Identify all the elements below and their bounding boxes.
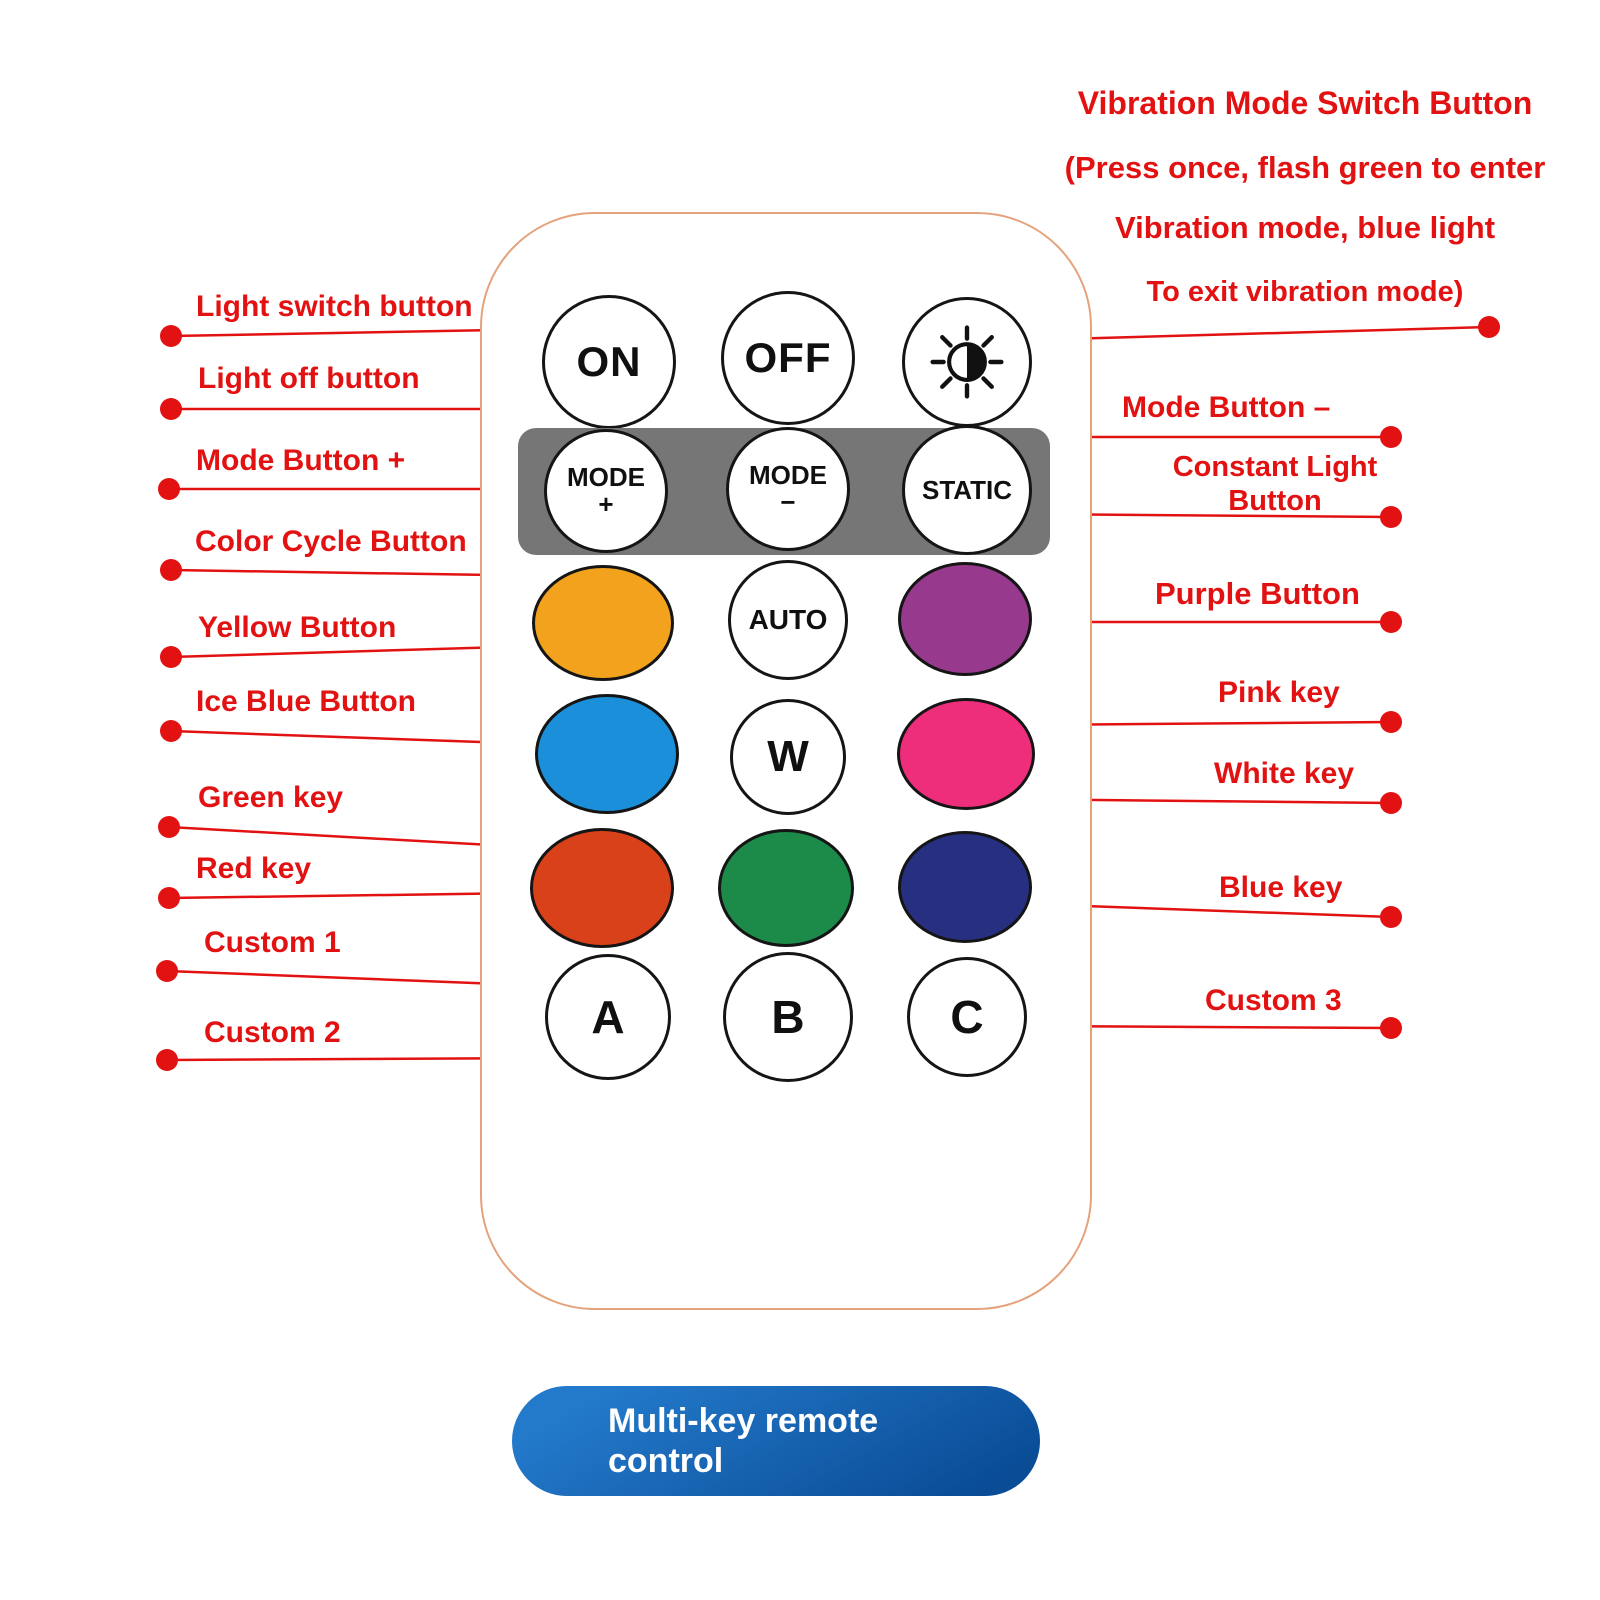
label-blue: Blue key — [1219, 871, 1343, 904]
connector-dot — [160, 559, 182, 581]
label-yellow: Yellow Button — [198, 611, 397, 644]
label-custom-3: Custom 3 — [1205, 984, 1342, 1017]
label-vibration-line2: (Press once, flash green to enter — [1064, 150, 1546, 185]
label-vibration-line4: To exit vibration mode) — [1146, 276, 1464, 308]
remote-body: ON OFF MODE + MODE − STAT — [480, 212, 1092, 1310]
connector-dot — [160, 325, 182, 347]
label-white: White key — [1214, 757, 1355, 790]
static-button: STATIC — [902, 425, 1032, 555]
blue-button — [898, 831, 1032, 943]
brightness-icon — [930, 325, 1004, 399]
connector-dot — [160, 646, 182, 668]
connector-dot — [1380, 611, 1402, 633]
custom-c-button: C — [907, 957, 1027, 1077]
vibration-mode-button — [902, 297, 1032, 427]
connector-dot — [1380, 792, 1402, 814]
label-vibration-line3: Vibration mode, blue light — [1114, 210, 1496, 245]
yellow-button — [532, 565, 674, 681]
purple-button — [898, 562, 1032, 676]
label-mode-plus: Mode Button + — [196, 444, 406, 477]
pink-button — [897, 698, 1035, 810]
off-button: OFF — [721, 291, 855, 425]
label-custom-2: Custom 2 — [204, 1016, 341, 1049]
label-constant-light: Constant Light Button — [1172, 451, 1378, 517]
connector-dot — [160, 398, 182, 420]
connector-line — [1029, 325, 1490, 342]
connector-dot — [1478, 316, 1500, 338]
custom-a-button: A — [545, 954, 671, 1080]
on-button: ON — [542, 295, 676, 429]
custom-b-button: B — [723, 952, 853, 1082]
red-button — [530, 828, 674, 948]
label-color-cycle: Color Cycle Button — [195, 525, 467, 558]
connector-dot — [1380, 1017, 1402, 1039]
mode-minus-button: MODE − — [726, 427, 850, 551]
footer-pill: Multi-key remote control — [512, 1386, 1040, 1496]
label-light-off: Light off button — [198, 362, 420, 395]
label-purple: Purple Button — [1155, 576, 1360, 611]
connector-dot — [156, 1049, 178, 1071]
connector-dot — [1380, 426, 1402, 448]
label-pink: Pink key — [1218, 676, 1340, 709]
label-mode-minus: Mode Button – — [1122, 391, 1331, 424]
connector-dot — [1380, 711, 1402, 733]
connector-dot — [158, 887, 180, 909]
connector-dot — [160, 720, 182, 742]
connector-dot — [158, 816, 180, 838]
connector-dot — [156, 960, 178, 982]
label-vibration-line1: Vibration Mode Switch Button — [1077, 85, 1533, 121]
green-button — [718, 829, 854, 947]
ice-blue-button — [535, 694, 679, 814]
mode-plus-button: MODE + — [544, 429, 668, 553]
footer-title: Multi-key remote control — [608, 1402, 879, 1480]
white-key-button: W — [730, 699, 846, 815]
label-green: Green key — [198, 781, 344, 814]
label-ice-blue: Ice Blue Button — [196, 685, 417, 718]
label-red: Red key — [196, 852, 312, 885]
connector-dot — [1380, 906, 1402, 928]
connector-line — [168, 891, 531, 900]
label-custom-1: Custom 1 — [204, 926, 341, 959]
connector-dot — [158, 478, 180, 500]
label-light-switch: Light switch button — [196, 290, 473, 323]
auto-button: AUTO — [728, 560, 848, 680]
